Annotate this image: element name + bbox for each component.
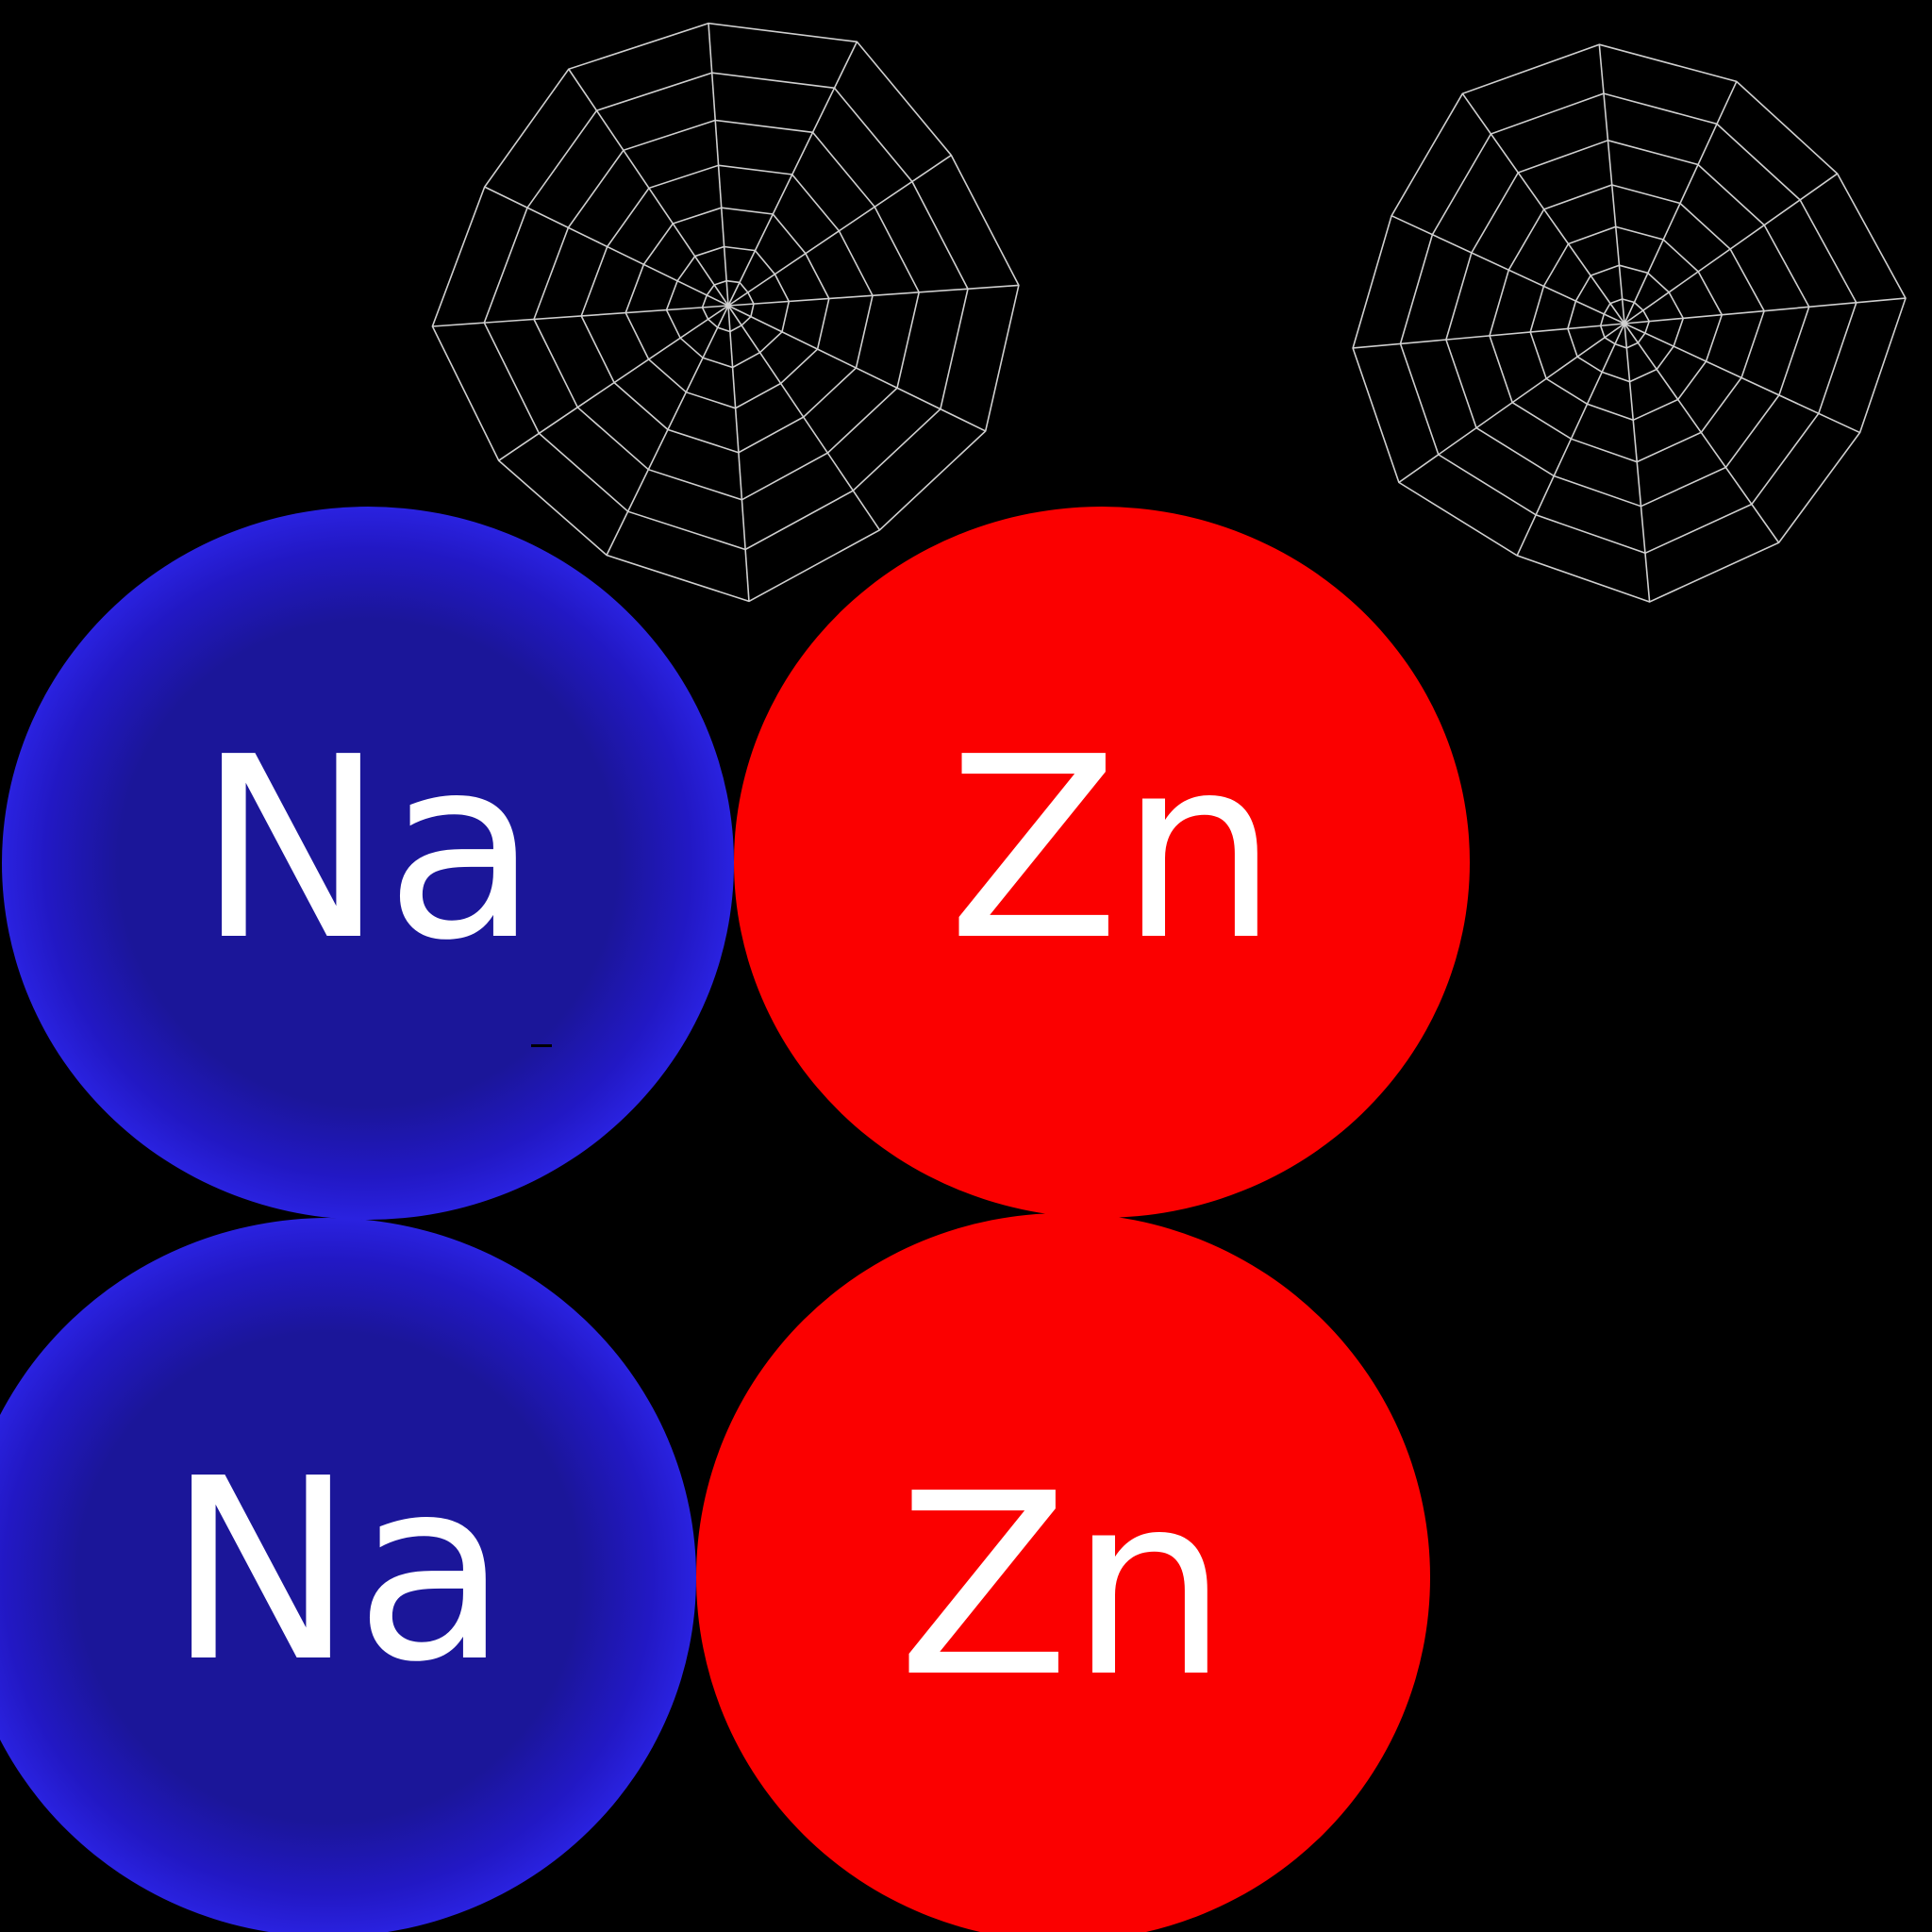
web-spoke xyxy=(606,305,729,556)
web-ring xyxy=(533,119,921,501)
zinc-atom-circle xyxy=(734,507,1470,1218)
web-ring xyxy=(1399,92,1857,555)
web-spoke xyxy=(568,68,729,307)
web-spoke xyxy=(1391,214,1625,325)
web-ring xyxy=(1529,225,1724,422)
web-ring xyxy=(625,207,830,409)
web-spoke xyxy=(1624,173,1839,325)
web-spoke xyxy=(432,305,729,327)
web-spoke xyxy=(727,305,750,602)
web-spoke xyxy=(1624,81,1738,325)
web-ring xyxy=(665,245,791,369)
web-spoke xyxy=(484,186,729,307)
atom-label: Na xyxy=(167,1424,508,1717)
spider-web-right xyxy=(1352,43,1907,603)
web-ring xyxy=(1599,298,1651,349)
web-spoke xyxy=(1624,297,1907,325)
web-ring xyxy=(1352,43,1907,603)
sodium-atom-circle xyxy=(2,507,734,1220)
web-spoke xyxy=(498,305,729,461)
web-ring xyxy=(483,72,969,551)
web-spoke xyxy=(1598,44,1625,325)
web-spoke xyxy=(727,305,987,432)
web-spoke xyxy=(708,23,729,307)
web-ring xyxy=(431,22,1020,603)
atom-zn-bottom: Zn xyxy=(696,1213,1430,1932)
web-spoke xyxy=(727,41,858,307)
atom-na-bottom: Na xyxy=(0,1218,696,1932)
atom-na-top: Na xyxy=(2,507,734,1220)
web-ring xyxy=(1567,264,1685,383)
web-spoke xyxy=(1353,323,1625,349)
web-ring xyxy=(1445,139,1810,508)
web-spoke xyxy=(727,284,1019,307)
web-spoke xyxy=(1516,323,1625,557)
atom-label: Zn xyxy=(948,703,1279,995)
web-spoke xyxy=(727,154,952,307)
web-spoke xyxy=(1461,92,1625,325)
web-spoke xyxy=(1624,323,1651,603)
spider-web-left xyxy=(431,22,1020,603)
web-ring xyxy=(1489,184,1765,463)
web-ring xyxy=(701,279,755,333)
web-spoke xyxy=(1624,323,1780,543)
web-spoke xyxy=(1398,323,1625,484)
minus-mark xyxy=(531,1044,552,1047)
atom-label: Na xyxy=(197,703,539,995)
atom-label: Zn xyxy=(898,1440,1229,1732)
zinc-atom-circle xyxy=(696,1213,1430,1932)
sodium-atom-circle xyxy=(0,1218,696,1932)
atom-zn-top: Zn xyxy=(734,507,1470,1218)
web-spoke xyxy=(1624,323,1860,434)
web-ring xyxy=(580,164,874,454)
web-spoke xyxy=(727,305,881,531)
